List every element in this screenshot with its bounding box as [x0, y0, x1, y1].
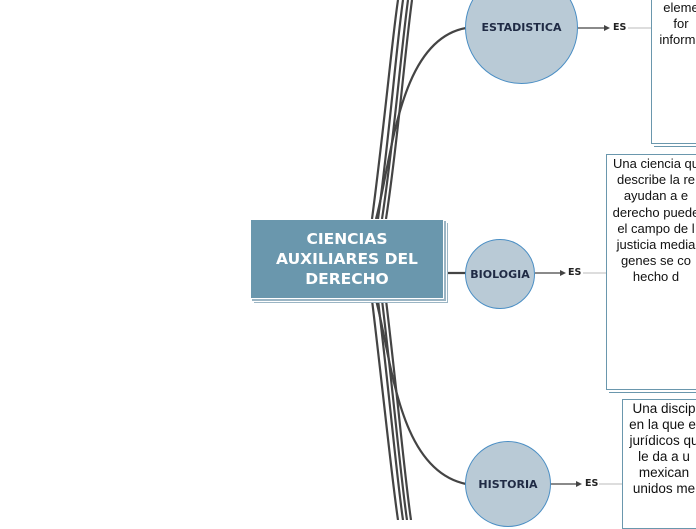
textbox-estadistica[interactable]: eleme for informa — [651, 0, 696, 144]
connector-es-historia: ES — [585, 478, 599, 489]
arrowhead-estadistica — [604, 25, 610, 31]
branch-line-up-3 — [380, 0, 410, 220]
topic-estadistica-label: ESTADISTICA — [481, 21, 562, 34]
topic-biologia[interactable]: BIOLOGIA — [465, 239, 535, 309]
central-topic-title: CIENCIAS AUXILIARES DEL DERECHO — [276, 230, 418, 288]
central-topic[interactable]: CIENCIAS AUXILIARES DEL DERECHO — [250, 219, 444, 299]
textbox-biologia[interactable]: Una ciencia qu describe la re ayudan a e… — [606, 154, 696, 390]
branch-line-down-4 — [384, 299, 413, 520]
topic-biologia-label: BIOLOGIA — [470, 267, 530, 281]
branch-line-up-1 — [370, 0, 400, 220]
branch-line-up-2 — [376, 0, 405, 220]
connector-es-estadistica: ES — [613, 22, 627, 33]
arrowhead-historia — [576, 481, 582, 487]
connector-es-biologia: ES — [568, 267, 582, 278]
topic-historia-label: HISTORIA — [478, 477, 538, 491]
topic-historia[interactable]: HISTORIA — [465, 441, 551, 527]
branch-line-down-2 — [376, 299, 405, 520]
arrowhead-biologia — [560, 270, 566, 276]
branch-line-down-3 — [380, 299, 409, 520]
branch-line-down-1 — [370, 299, 400, 520]
textbox-historia[interactable]: Una discip en la que el jurídicos qu le … — [622, 399, 696, 529]
branch-line-up-4 — [384, 0, 414, 220]
